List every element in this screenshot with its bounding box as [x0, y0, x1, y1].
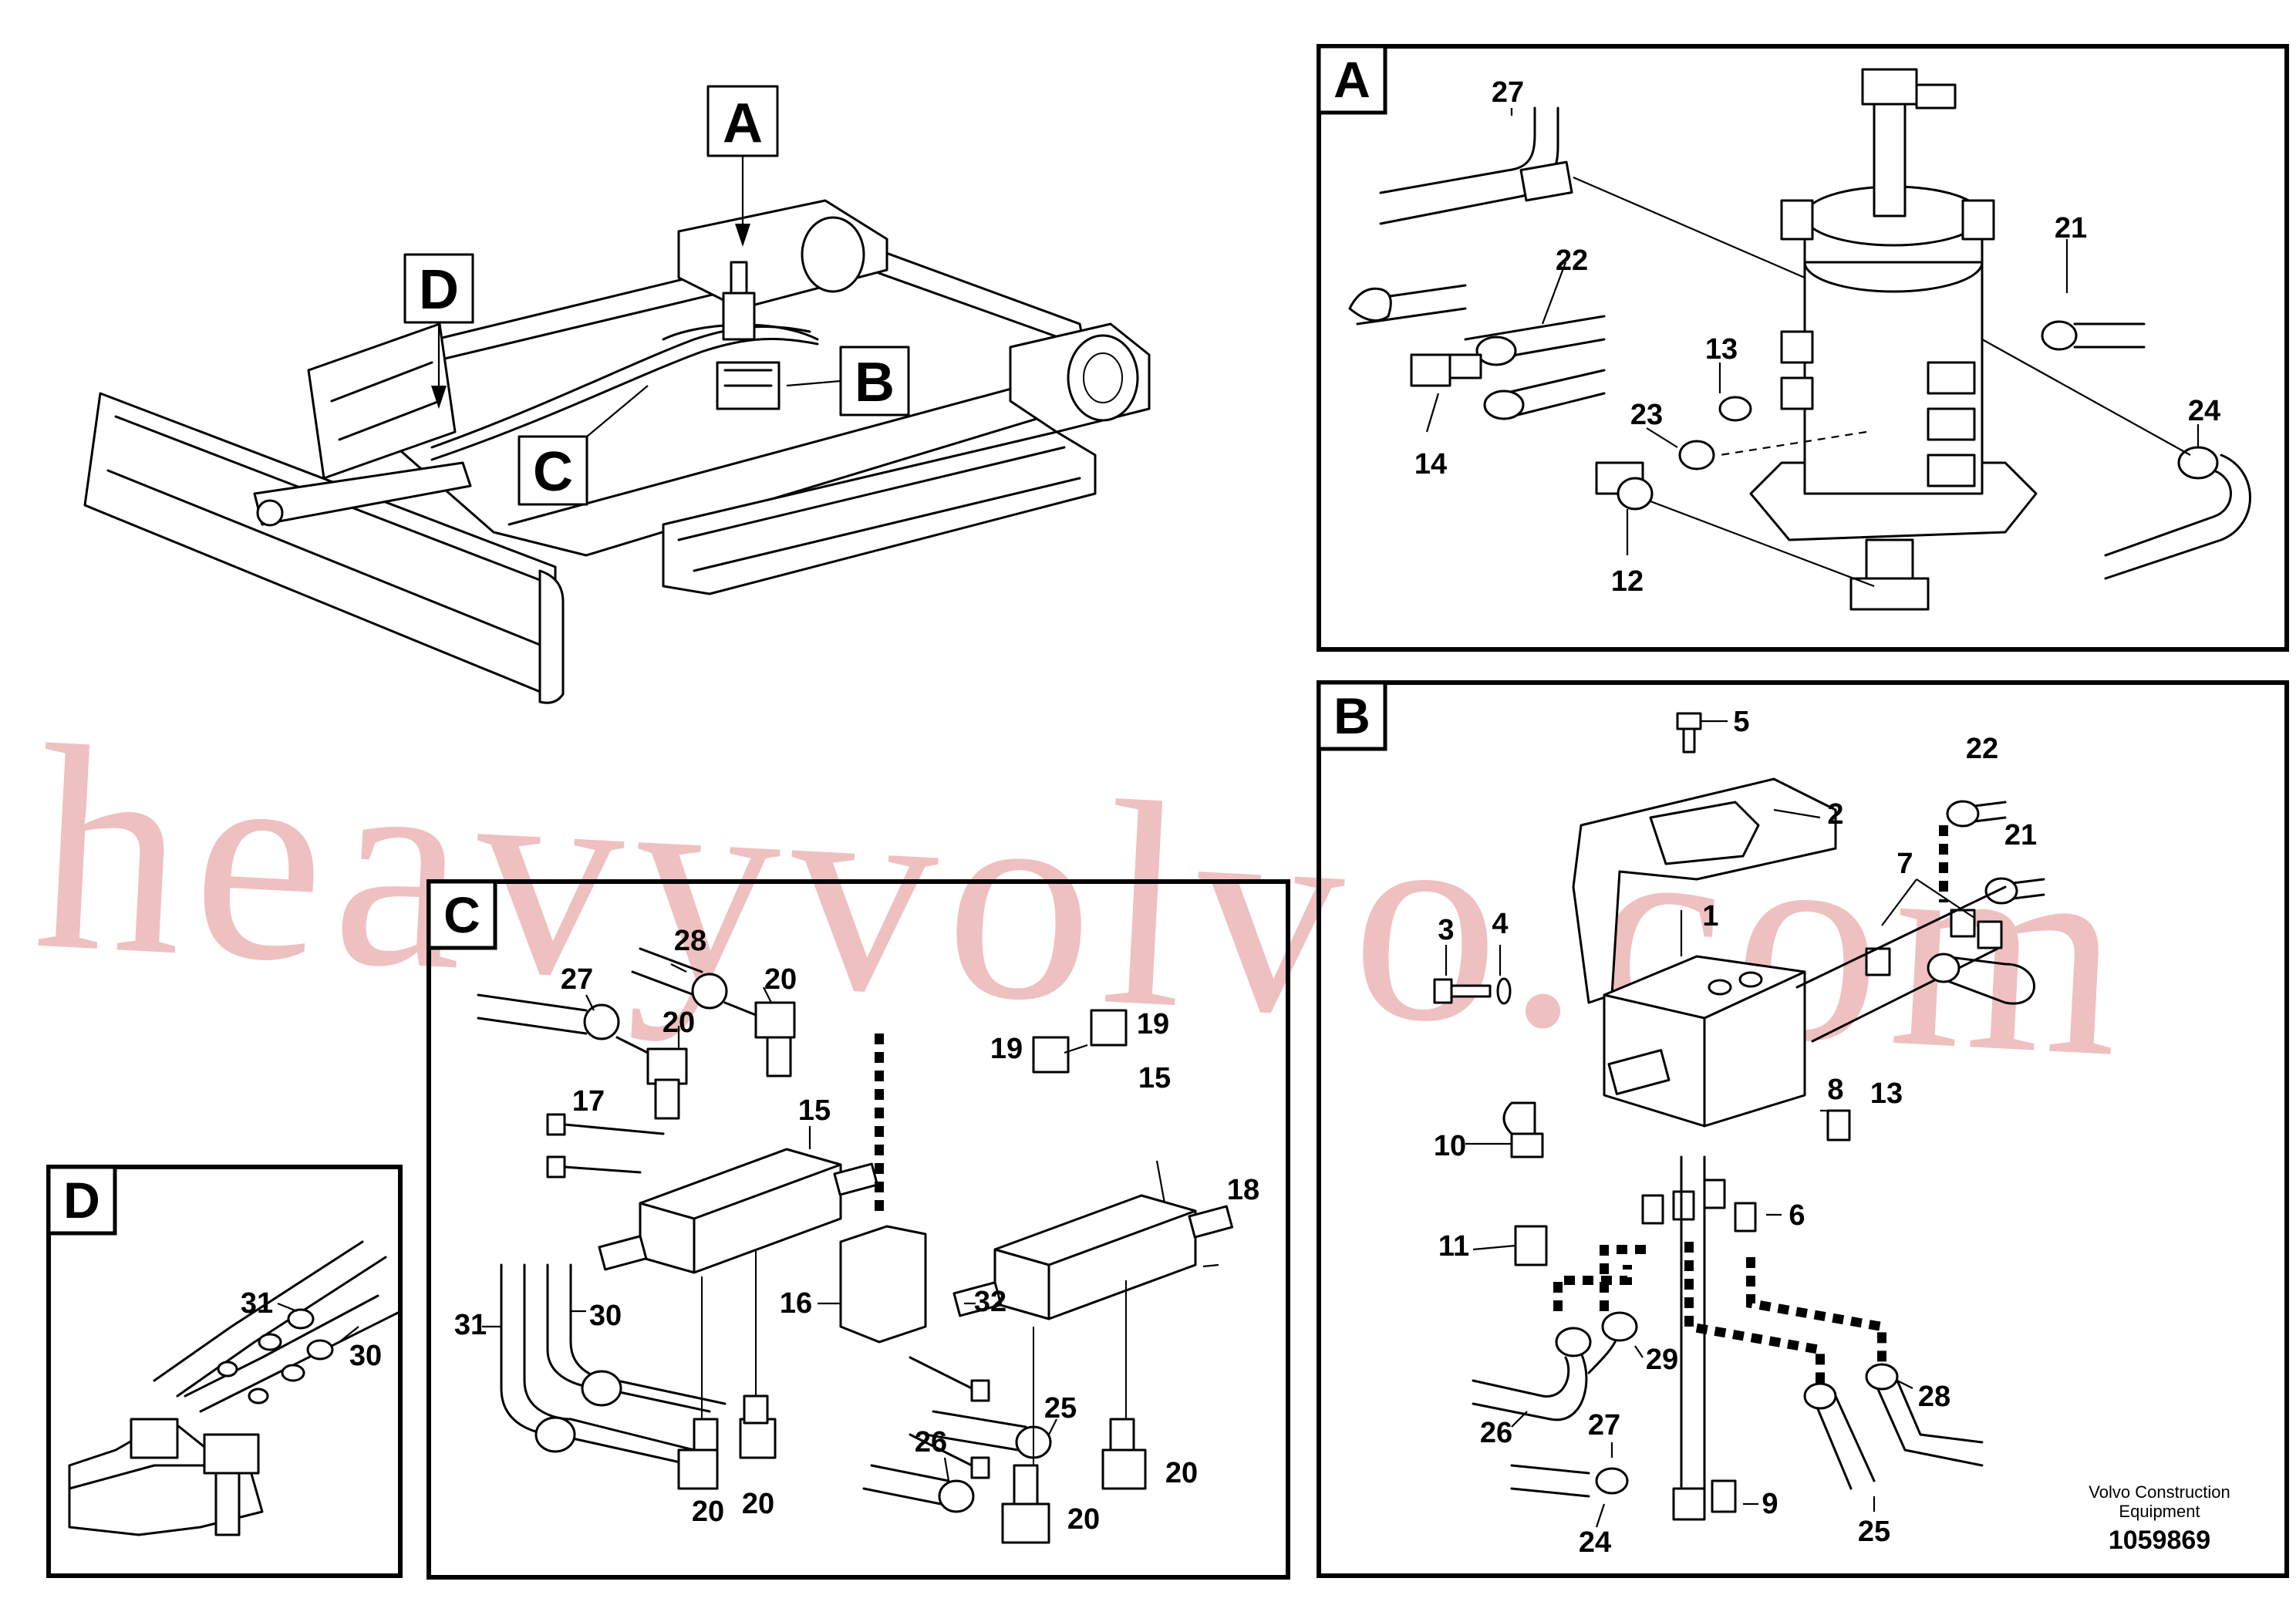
svg-text:30: 30 [589, 1300, 622, 1332]
svg-text:25: 25 [1044, 1392, 1077, 1425]
svg-text:1: 1 [1702, 900, 1718, 932]
document-number: 1059869 [2108, 1526, 2211, 1555]
svg-text:20: 20 [764, 963, 797, 996]
svg-text:A: A [723, 93, 763, 154]
svg-text:B: B [855, 352, 895, 413]
svg-text:26: 26 [1480, 1417, 1512, 1449]
svg-text:11: 11 [1438, 1230, 1469, 1263]
panel-d: D 31 30 [46, 1165, 403, 1578]
panel-d-callouts: 31 30 [241, 1287, 382, 1372]
svg-text:9: 9 [1762, 1488, 1778, 1520]
panel-a-hoses [1348, 106, 2251, 580]
panel-a-callouts: 27 22 21 13 23 14 24 12 [1414, 76, 2220, 598]
svg-text:27: 27 [1588, 1409, 1620, 1442]
svg-text:18: 18 [1227, 1174, 1259, 1206]
svg-text:8: 8 [1827, 1074, 1843, 1106]
panel-d-leaders [277, 1302, 359, 1343]
svg-text:2: 2 [1827, 798, 1843, 831]
panel-c-letter: C [443, 886, 480, 943]
overview-label-a[interactable]: A [706, 85, 779, 247]
svg-text:25: 25 [1858, 1516, 1890, 1548]
svg-text:16: 16 [780, 1287, 812, 1320]
panel-b-letter: B [1333, 687, 1371, 744]
svg-text:20: 20 [742, 1488, 774, 1520]
svg-text:26: 26 [915, 1426, 947, 1458]
svg-text:13: 13 [1705, 333, 1738, 366]
svg-text:20: 20 [663, 1007, 695, 1039]
svg-text:5: 5 [1733, 706, 1749, 738]
overview-label-b[interactable]: B [786, 346, 910, 416]
panel-b-leaders [1445, 720, 1975, 1528]
svg-text:30: 30 [349, 1340, 382, 1372]
svg-text:32: 32 [974, 1286, 1006, 1318]
panel-c: C [426, 879, 1290, 1580]
svg-text:27: 27 [1492, 76, 1524, 109]
svg-text:21: 21 [2055, 212, 2087, 244]
panel-b-callouts: 5 2 22 21 7 1 3 4 8 13 10 6 11 29 28 26 … [1434, 706, 2037, 1559]
svg-text:31: 31 [241, 1287, 273, 1320]
overview-label-d[interactable]: D [403, 253, 474, 409]
svg-text:22: 22 [1966, 733, 1998, 765]
svg-text:21: 21 [2004, 819, 2037, 851]
svg-text:20: 20 [1067, 1503, 1100, 1536]
brand-line-2: Equipment [2119, 1502, 2200, 1521]
svg-text:12: 12 [1611, 565, 1644, 598]
svg-text:15: 15 [1138, 1062, 1171, 1094]
overview-label-c[interactable]: C [518, 385, 649, 506]
svg-text:D: D [419, 259, 459, 321]
svg-text:22: 22 [1556, 244, 1588, 277]
svg-text:28: 28 [674, 925, 706, 957]
swivel-valve [1749, 68, 2038, 611]
svg-text:24: 24 [2188, 395, 2220, 427]
panel-a-letter: A [1333, 51, 1371, 108]
svg-text:29: 29 [1646, 1344, 1678, 1376]
svg-text:C: C [533, 441, 573, 503]
svg-text:13: 13 [1870, 1077, 1903, 1110]
svg-text:17: 17 [572, 1085, 605, 1118]
svg-text:19: 19 [990, 1033, 1023, 1065]
svg-text:31: 31 [454, 1309, 487, 1341]
overview-machine [83, 199, 1151, 704]
panel-a-leaders [1425, 108, 2200, 588]
panel-b: B [1317, 680, 2289, 1578]
panel-a: A [1317, 44, 2289, 652]
svg-text:14: 14 [1414, 448, 1447, 481]
svg-text:6: 6 [1789, 1199, 1805, 1232]
svg-text:3: 3 [1438, 914, 1454, 946]
panel-d-letter: D [63, 1172, 100, 1229]
brand-caption: Volvo Construction Equipment [2052, 1482, 2267, 1521]
svg-text:4: 4 [1492, 908, 1508, 940]
brand-line-1: Volvo Construction [2089, 1482, 2230, 1502]
svg-text:10: 10 [1434, 1130, 1466, 1162]
panel-c-callouts: 28 27 20 20 19 19 17 15 15 18 16 32 31 3… [454, 925, 1259, 1536]
svg-text:23: 23 [1630, 399, 1663, 431]
svg-text:19: 19 [1137, 1008, 1169, 1040]
svg-text:20: 20 [692, 1496, 724, 1528]
panel-c-leaders [482, 963, 1219, 1482]
svg-text:24: 24 [1579, 1526, 1611, 1559]
svg-text:28: 28 [1918, 1381, 1950, 1413]
svg-text:20: 20 [1165, 1457, 1198, 1489]
svg-text:15: 15 [798, 1094, 831, 1127]
svg-text:7: 7 [1896, 848, 1913, 880]
svg-text:27: 27 [561, 963, 593, 996]
